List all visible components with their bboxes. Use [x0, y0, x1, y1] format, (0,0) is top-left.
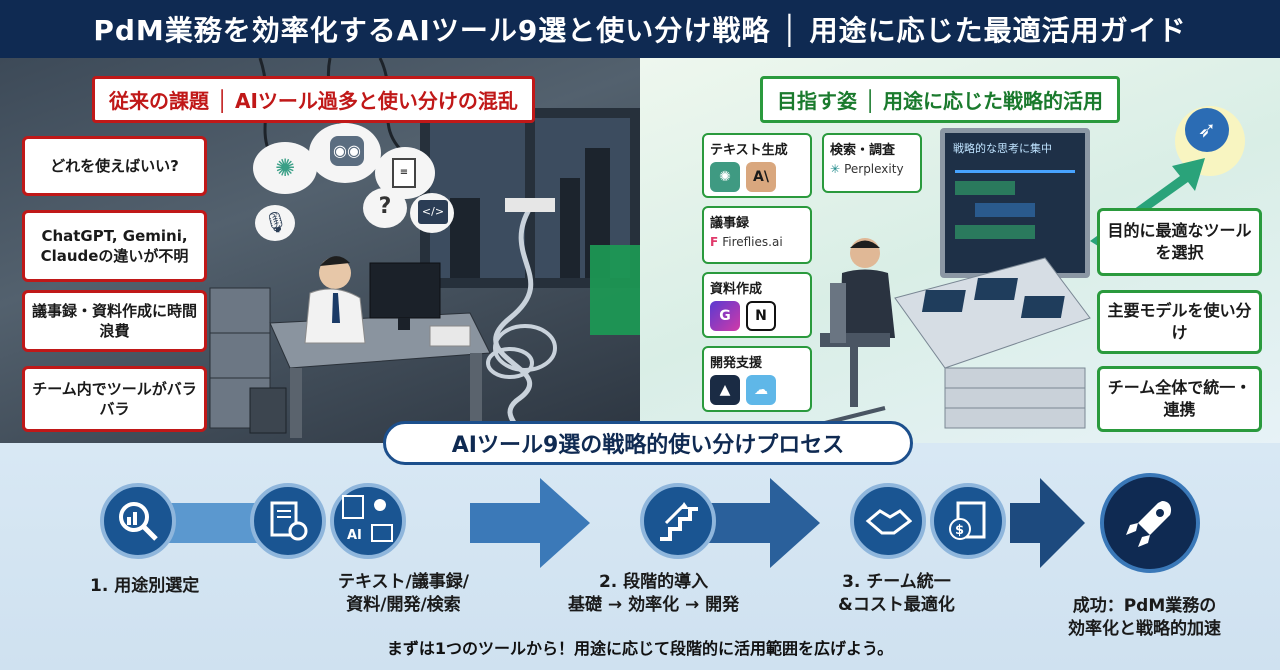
monitor-text: 戦略的な思考に集中	[953, 142, 1052, 155]
step-team-unify	[850, 483, 926, 559]
target-banner: 目指す姿 │ 用途に応じた戦略的活用	[760, 76, 1120, 123]
step-phased-rollout	[640, 483, 716, 559]
tool-brand-name: Perplexity	[844, 162, 904, 176]
target-state-panel: 目指す姿 │ 用途に応じた戦略的活用 ➶ 戦略的な思考に集中	[640, 58, 1280, 443]
goal-select-tool: 目的に最適なツールを選択	[1097, 208, 1262, 276]
step-categories-label: テキスト/議事録/ 資料/開発/検索	[338, 572, 469, 615]
process-section: AIツール9選の戦略的使い分けプロセス	[0, 421, 1280, 670]
tool-brand-name: Fireflies.ai	[722, 235, 783, 249]
anthropic-icon: A\	[746, 162, 776, 192]
category-icons: AI	[342, 495, 393, 543]
goal-team-unify: チーム全体で統一・連携	[1097, 366, 1262, 432]
step-select-by-use	[100, 483, 176, 559]
document-gear-icon	[270, 501, 308, 541]
search-chart-icon	[119, 502, 158, 541]
process-banner: AIツール9選の戦略的使い分けプロセス	[383, 421, 913, 465]
fireflies-icon: F	[710, 235, 719, 249]
dollar-document-icon: $	[949, 501, 986, 540]
tool-card-text-generation[interactable]: テキスト生成 ✺ A\	[702, 133, 812, 198]
stairs-icon	[660, 502, 698, 541]
step-settings	[250, 483, 326, 559]
tool-card-documents[interactable]: 資料作成 G N	[702, 272, 812, 338]
perplexity-icon: ✳	[830, 162, 841, 176]
step-cost-optimize: $	[930, 483, 1006, 559]
svg-text:AI: AI	[347, 528, 362, 543]
tool-category-label: 開発支援	[710, 356, 763, 371]
microphone-icon: 🎙︎	[263, 210, 289, 234]
control-desk	[894, 257, 1091, 429]
step-categories: AI	[330, 483, 406, 559]
gamma-icon: G	[710, 301, 740, 331]
robot-icon: ◉◉	[330, 136, 364, 166]
current-issues-panel: ✺ ◉◉ ≡ ? </> 🎙︎ 従来の課題 │ AIツール過多と使い分けの混乱 …	[0, 58, 640, 443]
notion-icon: N	[746, 301, 776, 331]
tool-card-development[interactable]: 開発支援 ▲ ☁	[702, 346, 812, 412]
step2-label: 2. 段階的導入 基礎 → 効率化 → 開発	[568, 572, 740, 615]
problem-time-waste: 議事録・資料作成に時間浪費	[22, 290, 207, 352]
copilot-icon: ☁	[746, 375, 776, 405]
tool-category-label: テキスト生成	[710, 143, 788, 158]
document-icon: ≡	[392, 158, 416, 188]
problem-scattered-tools: チーム内でツールがバラバラ	[22, 366, 207, 432]
step1-label: 1. 用途別選定	[90, 576, 200, 596]
problem-model-difference: ChatGPT, Gemini, Claudeの違いが不明	[22, 210, 207, 282]
rocket-icon: ➶	[1185, 108, 1229, 152]
chatgpt-icon: ✺	[274, 154, 296, 182]
tool-card-search[interactable]: 検索・調査 ✳Perplexity	[822, 133, 922, 193]
svg-text:$: $	[955, 523, 964, 538]
issues-banner: 従来の課題 │ AIツール過多と使い分けの混乱	[92, 76, 535, 123]
strategy-monitor: 戦略的な思考に集中	[940, 128, 1090, 278]
step3-label: 3. チーム統一 &コスト最適化	[838, 572, 955, 615]
chatgpt-icon: ✺	[710, 162, 740, 192]
tool-category-label: 議事録	[710, 216, 750, 231]
tool-category-label: 検索・調査	[830, 143, 896, 158]
question-icon: ?	[378, 194, 392, 219]
footer-note: まずは1つのツールから！用途に応じて段階的に活用範囲を広げよう。	[386, 639, 894, 658]
goal-use-models: 主要モデルを使い分け	[1097, 290, 1262, 354]
rocket-icon	[1126, 501, 1172, 547]
person-at-desk	[820, 238, 895, 425]
code-icon: </>	[418, 200, 448, 224]
step-success	[1100, 473, 1200, 573]
problem-which-tool: どれを使えばいい?	[22, 136, 207, 196]
tool-category-label: 資料作成	[710, 282, 763, 297]
page-title: PdM業務を効率化するAIツール9選と使い分け戦略 │ 用途に応じた最適活用ガイ…	[0, 0, 1280, 58]
dev-tool-icon: ▲	[710, 375, 740, 405]
success-label: 成功：PdM業務の 効率化と戦略的加速	[1068, 596, 1221, 639]
handshake-icon	[865, 509, 912, 535]
